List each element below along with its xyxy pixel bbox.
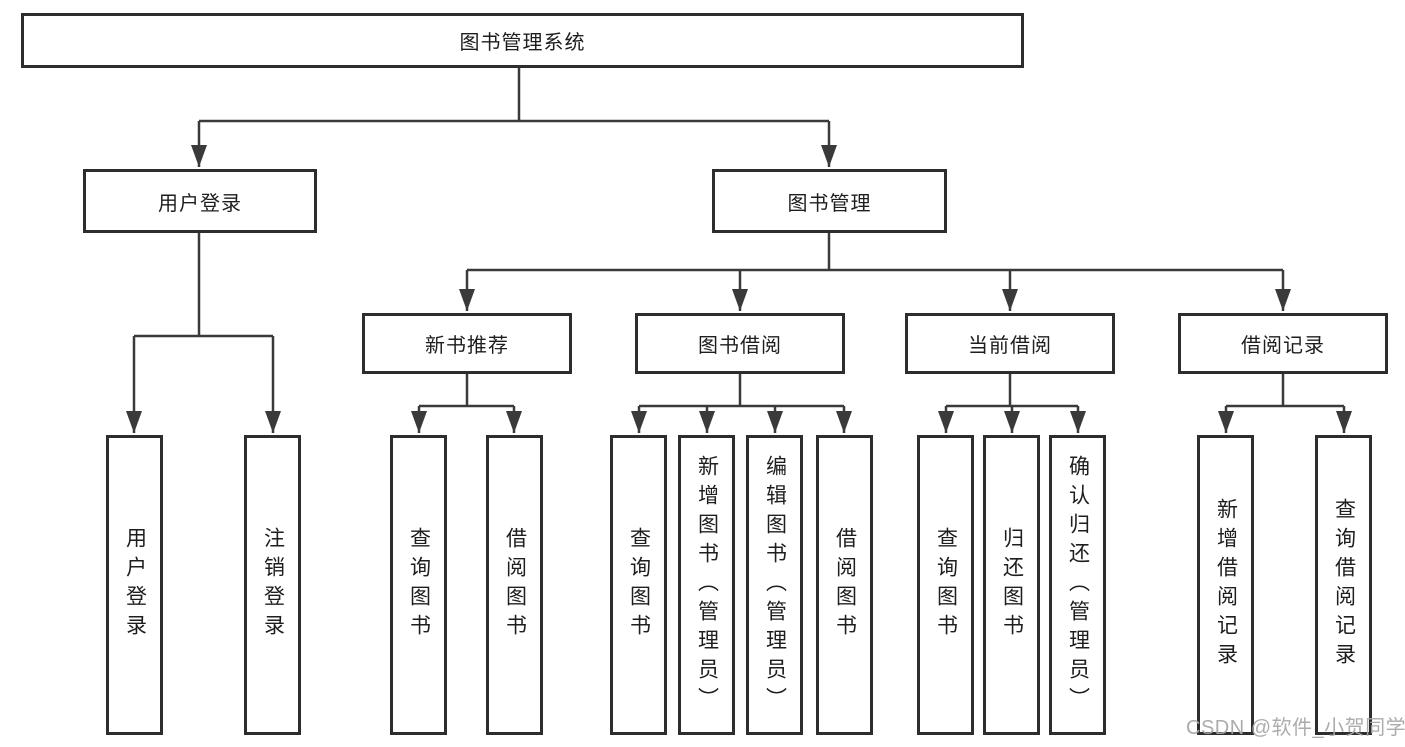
node-book-borrowing: 图书借阅 <box>635 313 845 374</box>
leaf-borrow-books-recommend: 借阅图书 <box>486 435 543 735</box>
leaf-query-books-recommend: 查询图书 <box>390 435 447 735</box>
leaf-confirm-return-admin: 确认归还（管理员） <box>1049 435 1106 735</box>
leaf-logout: 注销登录 <box>244 435 301 735</box>
node-borrowing-records: 借阅记录 <box>1178 313 1388 374</box>
node-user-login: 用户登录 <box>83 169 317 233</box>
leaf-add-borrow-record: 新增借阅记录 <box>1197 435 1254 735</box>
leaf-borrow-books: 借阅图书 <box>816 435 873 735</box>
leaf-query-borrow-record: 查询借阅记录 <box>1315 435 1372 735</box>
leaf-add-book-admin: 新增图书（管理员） <box>678 435 735 735</box>
node-current-borrowing: 当前借阅 <box>905 313 1115 374</box>
node-library-management-system: 图书管理系统 <box>21 13 1024 68</box>
node-new-book-recommendation: 新书推荐 <box>362 313 572 374</box>
leaf-return-books: 归还图书 <box>983 435 1040 735</box>
leaf-edit-book-admin: 编辑图书（管理员） <box>746 435 803 735</box>
leaf-user-login: 用户登录 <box>106 435 163 735</box>
leaf-query-books-current: 查询图书 <box>917 435 974 735</box>
watermark: CSDN @软件_小贺同学 <box>1186 717 1405 739</box>
node-book-management: 图书管理 <box>712 169 947 233</box>
leaf-query-books-borrowing: 查询图书 <box>610 435 667 735</box>
